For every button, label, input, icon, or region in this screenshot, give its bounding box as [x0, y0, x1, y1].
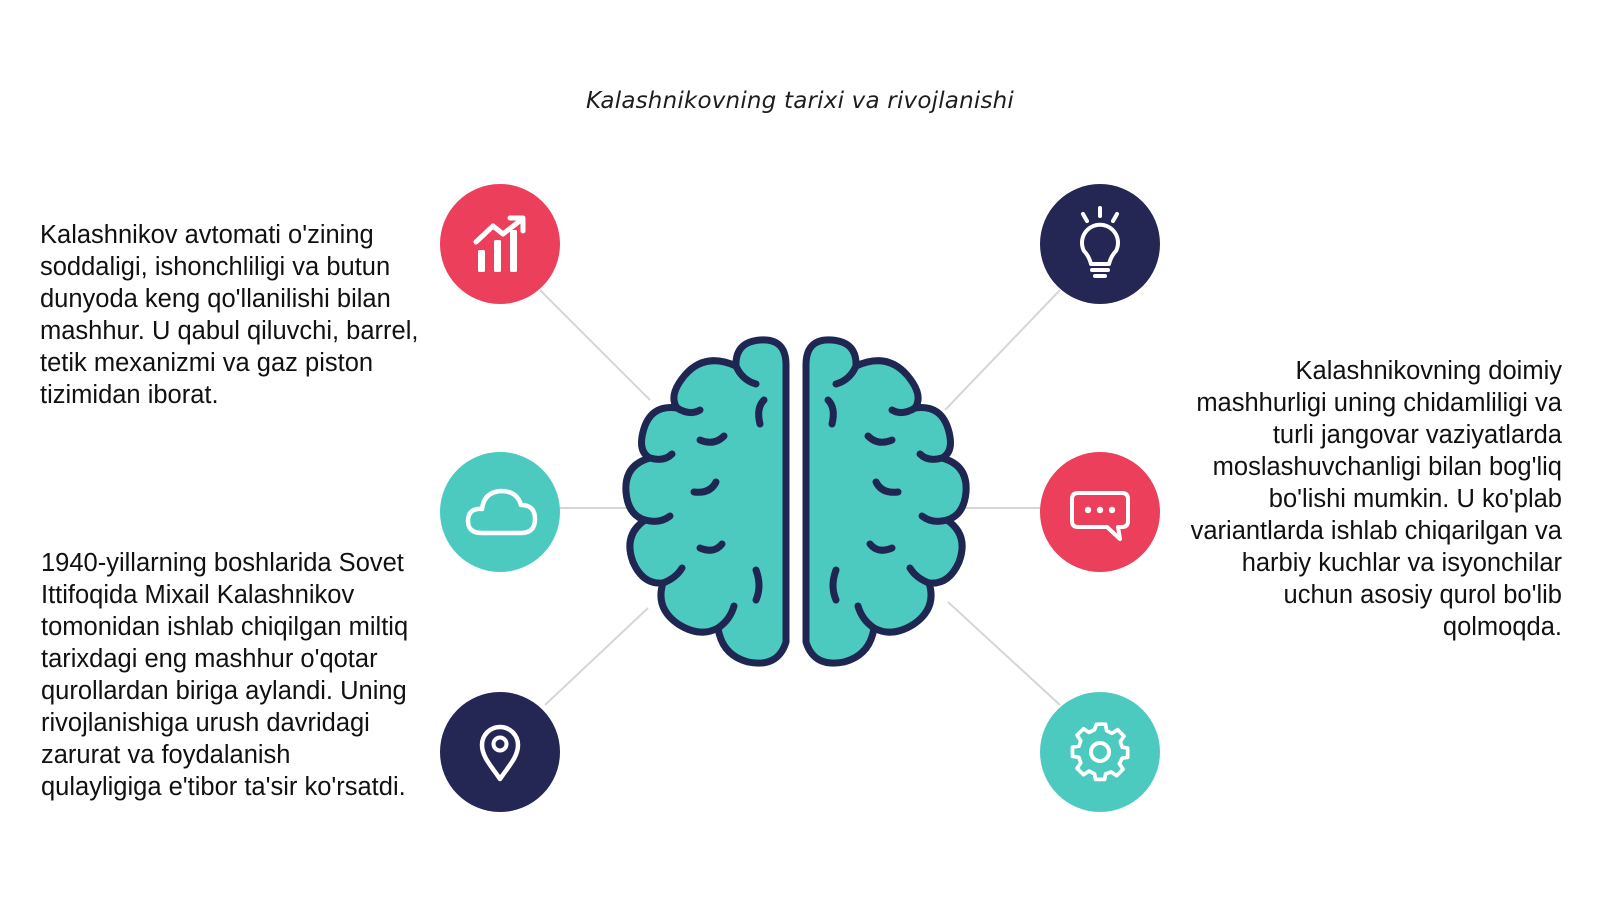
connector-top-right	[944, 289, 1061, 411]
text-block-left-top: Kalashnikov avtomati o'zining soddaligi,…	[40, 221, 419, 409]
page-title: Kalashnikovning tarixi va rivojlanishi	[585, 88, 1015, 114]
lightbulb-icon	[1040, 184, 1160, 304]
gear-icon	[1040, 692, 1160, 812]
connector-lines	[539, 289, 1061, 706]
location-pin-icon	[440, 692, 560, 812]
chat-bubble-icon	[1040, 452, 1160, 572]
text-block-right: Kalashnikovning doimiy mashhurligi uning…	[1190, 357, 1562, 641]
connector-bottom-right	[947, 601, 1061, 706]
connector-bottom-left	[544, 607, 649, 706]
text-block-left-bottom: 1940-yillarning boshlarida Sovet Ittifoq…	[41, 549, 409, 801]
brain-icon	[622, 336, 970, 667]
growth-chart-icon	[440, 184, 560, 304]
cloud-icon	[440, 452, 560, 572]
connector-top-left	[539, 289, 651, 401]
